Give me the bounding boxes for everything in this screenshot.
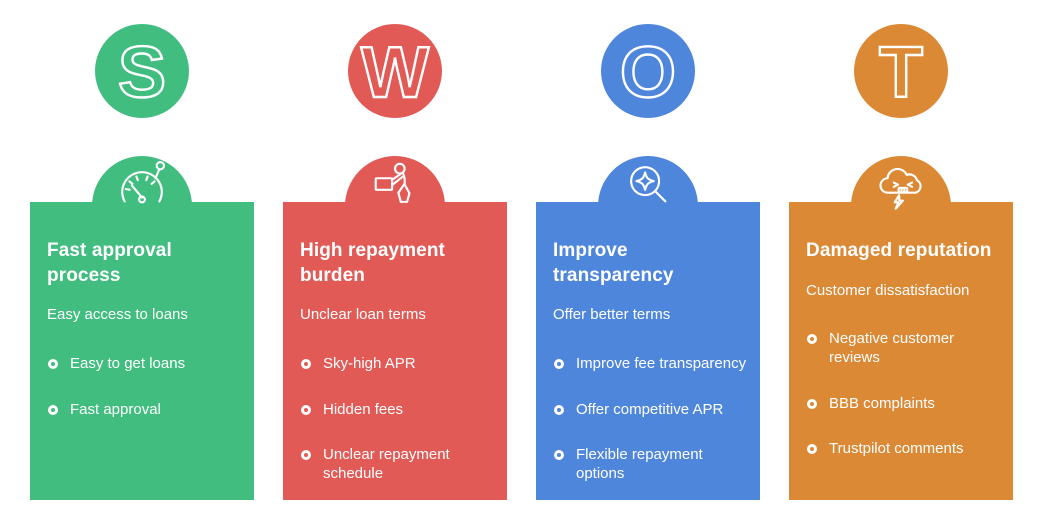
bullet-ring-icon: [554, 358, 564, 369]
threats-card: Damaged reputation Customer dissatisfact…: [789, 156, 1013, 500]
list-item: Negative customer reviews: [806, 330, 1000, 368]
strengths-heading: Fast approval process: [47, 240, 172, 286]
outlined-letter-t: T: [878, 32, 924, 114]
opportunities-subheading: Offer better terms: [553, 306, 671, 324]
column-strengths: S Fast approval process Easy a: [30, 0, 254, 522]
opportunities-card-content: Improve transparency Offer better terms …: [536, 202, 760, 484]
bullet-text: Flexible repayment options: [576, 446, 703, 483]
list-item: Offer competitive APR: [553, 401, 747, 420]
list-item: Trustpilot comments: [806, 440, 1000, 459]
bullet-ring-icon: [301, 358, 311, 369]
weaknesses-subheading: Unclear loan terms: [300, 306, 426, 324]
threats-card-content: Damaged reputation Customer dissatisfact…: [789, 202, 1013, 459]
outlined-letter-w: W: [360, 32, 430, 114]
opportunities-card-bump: [598, 156, 698, 256]
speedometer-icon: [121, 160, 166, 204]
bullet-text: Trustpilot comments: [829, 440, 964, 458]
bullet-text: Offer competitive APR: [576, 400, 724, 418]
weaknesses-card-bump: [345, 156, 445, 256]
threats-heading: Damaged reputation: [806, 240, 992, 261]
list-item: Easy to get loans: [47, 355, 241, 374]
bullet-text: Fast approval: [70, 400, 161, 418]
bullet-text: BBB complaints: [829, 394, 935, 412]
bullet-ring-icon: [48, 358, 58, 369]
list-item: Improve fee transparency: [553, 355, 747, 374]
letter-w: W: [361, 33, 429, 113]
weaknesses-bullet-list: Sky-high APR Hidden fees Unclear repayme…: [300, 355, 494, 484]
letter-badge-s: S: [95, 24, 189, 118]
bullet-ring-icon: [301, 450, 311, 461]
bullet-ring-icon: [807, 398, 817, 409]
threats-card-bump: [851, 156, 951, 256]
letter-s: S: [118, 33, 166, 113]
magnifier-sparkle-icon: [630, 166, 667, 203]
bullet-text: Easy to get loans: [70, 354, 186, 372]
threats-subheading: Customer dissatisfaction: [806, 281, 970, 299]
bullet-ring-icon: [807, 334, 817, 345]
angry-storm-cloud-icon: [879, 167, 922, 210]
letter-badge-t: T: [854, 24, 948, 118]
strengths-subheading: Easy access to loans: [47, 306, 188, 324]
strengths-card: Fast approval process Easy access to loa…: [30, 156, 254, 500]
strengths-card-content: Fast approval process Easy access to loa…: [30, 202, 254, 419]
column-weaknesses: W High repayment burden: [283, 0, 507, 522]
outlined-letter-s: S: [117, 32, 167, 114]
outlined-letter-o: O: [619, 32, 677, 114]
bullet-ring-icon: [301, 404, 311, 415]
list-item: BBB complaints: [806, 395, 1000, 414]
list-item: Hidden fees: [300, 401, 494, 420]
strengths-bullet-list: Easy to get loans Fast approval: [47, 355, 241, 420]
list-item: Flexible repayment options: [553, 446, 747, 484]
weaknesses-card-content: High repayment burden Unclear loan terms…: [283, 202, 507, 484]
letter-o: O: [620, 33, 676, 113]
opportunities-card: Improve transparency Offer better terms …: [536, 156, 760, 500]
bullet-text: Unclear repayment schedule: [323, 446, 450, 483]
list-item: Fast approval: [47, 401, 241, 420]
bullet-text: Improve fee transparency: [576, 354, 747, 372]
bullet-ring-icon: [554, 404, 564, 415]
bullet-ring-icon: [48, 404, 58, 415]
bullet-ring-icon: [554, 450, 564, 461]
strengths-card-bump: [92, 156, 192, 256]
list-item: Sky-high APR: [300, 355, 494, 374]
letter-badge-w: W: [348, 24, 442, 118]
column-threats: T Damaged reputation Customer: [789, 0, 1013, 522]
opportunities-bullet-list: Improve fee transparency Offer competiti…: [553, 355, 747, 484]
list-item: Unclear repayment schedule: [300, 446, 494, 484]
letter-t: T: [879, 33, 923, 113]
letter-badge-o: O: [601, 24, 695, 118]
person-carrying-load-icon: [374, 162, 411, 203]
weaknesses-card: High repayment burden Unclear loan terms…: [283, 156, 507, 500]
bullet-ring-icon: [807, 444, 817, 455]
bullet-text: Sky-high APR: [323, 354, 416, 372]
bullet-text: Negative customer reviews: [829, 330, 955, 366]
column-opportunities: O Improve transparency Offer better term…: [536, 0, 760, 522]
weaknesses-heading: High repayment burden: [300, 240, 445, 286]
threats-bullet-list: Negative customer reviews BBB complaints…: [806, 330, 1000, 459]
opportunities-heading: Improve transparency: [553, 240, 674, 286]
bullet-text: Hidden fees: [323, 400, 404, 418]
